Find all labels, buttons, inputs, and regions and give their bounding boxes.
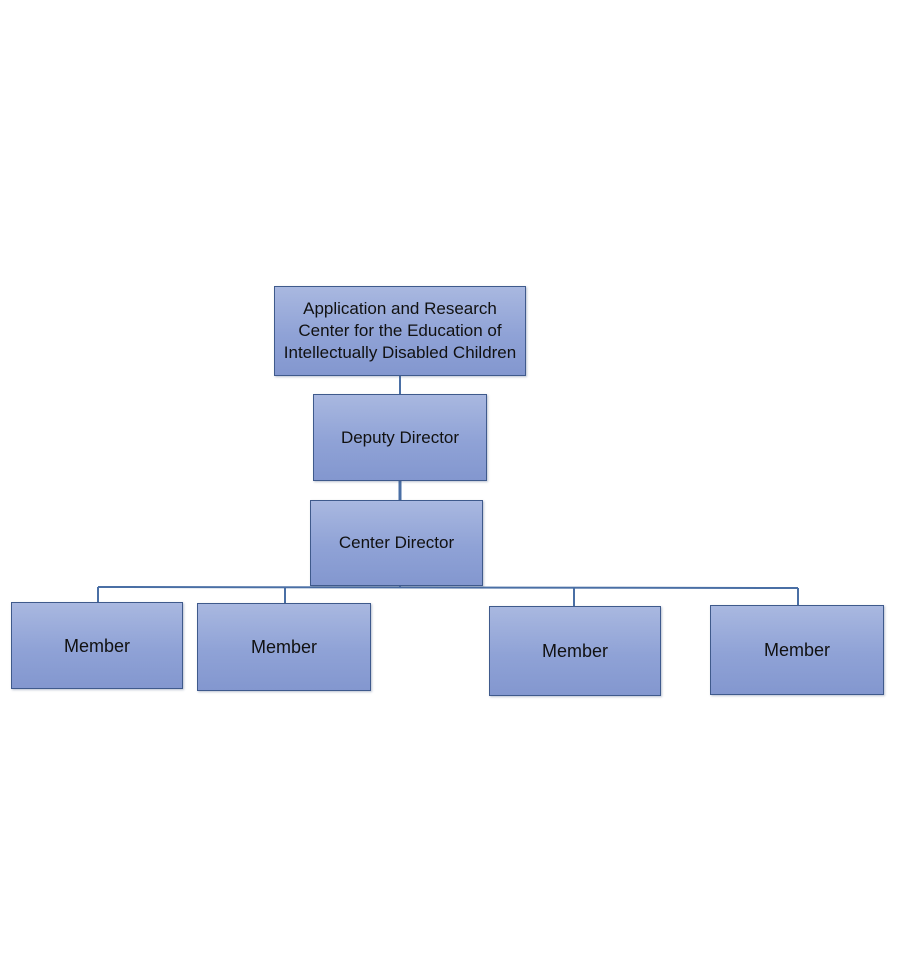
- center-director-label: Center Director: [338, 533, 455, 552]
- member-box-4: Member: [710, 605, 884, 695]
- member-label: Member: [541, 641, 608, 661]
- member-label: Member: [250, 637, 317, 657]
- root-unit-label: Application and Research Center for the …: [283, 299, 517, 362]
- member-box-2: Member: [197, 603, 371, 691]
- root-unit-box: Application and Research Center for the …: [274, 286, 526, 376]
- member-box-1: Member: [11, 602, 183, 689]
- center-director-box: Center Director: [310, 500, 483, 586]
- deputy-director-box: Deputy Director: [313, 394, 487, 481]
- member-label: Member: [63, 635, 130, 656]
- member-box-3: Member: [489, 606, 661, 696]
- connector-members-bus: [97, 586, 799, 589]
- member-label: Member: [763, 640, 830, 660]
- deputy-director-label: Deputy Director: [340, 427, 460, 447]
